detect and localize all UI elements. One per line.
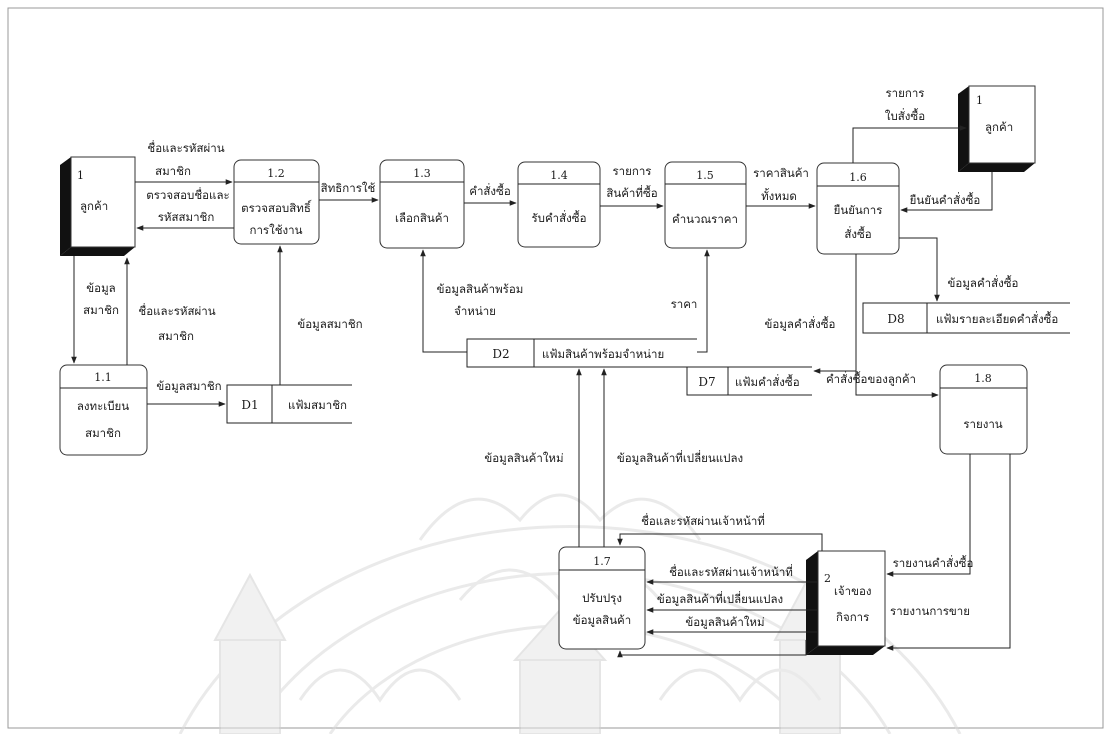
entity-customer-left: 1 ลูกค้า [60, 156, 136, 256]
process-number: 1.6 [849, 171, 867, 184]
flow-label: ชื่อและรหัสผ่านเจ้าหน้าที่ [641, 513, 765, 528]
flow-label: สมาชิก [155, 164, 191, 178]
process-label: คำนวณราคา [672, 212, 738, 226]
store-id: D1 [241, 398, 258, 412]
store-id: D7 [698, 375, 715, 389]
process-1-7: 1.7 ปรับปรุง ข้อมูลสินค้า [558, 546, 646, 650]
process-number: 1.3 [413, 167, 431, 180]
process-label: รับคำสั่งซื้อ [532, 210, 587, 225]
flow-label: ข้อมูลสมาชิก [297, 317, 362, 331]
process-label: ข้อมูลสินค้า [573, 613, 631, 627]
flow-labels: ชื่อและรหัสผ่าน สมาชิก ตรวจสอบชื่อและ รห… [83, 86, 1018, 629]
process-1-3: 1.3 เลือกสินค้า [379, 159, 465, 249]
store-label: แฟ้มสินค้าพร้อมจำหน่าย [542, 347, 664, 361]
flow-label: รายงานคำสั่งซื้อ [893, 555, 974, 570]
flow-label: รายการ [886, 86, 925, 100]
process-number: 1.5 [696, 169, 714, 182]
flow-label: รายงานการขาย [890, 604, 970, 618]
flow-label: ทั้งหมด [761, 188, 797, 203]
entity-label: ลูกค้า [80, 199, 108, 213]
store-d1: D1 แฟ้มสมาชิก [226, 384, 352, 424]
store-label: แฟ้มคำสั่งซื้อ [735, 374, 800, 389]
process-label: ตรวจสอบสิทธิ์ [241, 199, 312, 215]
flow-label: คำสั่งซื้อ [469, 183, 511, 198]
flow-label: ข้อมูล [86, 281, 115, 295]
flow-label: สินค้าที่ซื้อ [606, 185, 657, 200]
process-label: สมาชิก [85, 426, 121, 440]
flow-label: คำสั่งซื้อของลูกค้า [826, 371, 916, 386]
flow-label: สิทธิการใช้ [321, 181, 376, 195]
flow-label: ราคา [671, 297, 698, 311]
process-label: ปรับปรุง [582, 591, 622, 605]
process-number: 1.8 [974, 372, 992, 385]
store-label: แฟ้มสมาชิก [288, 398, 347, 412]
process-number: 1.2 [267, 167, 285, 180]
process-1-4: 1.4 รับคำสั่งซื้อ [517, 161, 601, 248]
flow-label: ข้อมูลสินค้าที่เปลี่ยนแปลง [617, 450, 743, 465]
entity-number: 1 [77, 169, 84, 182]
flow-label: ราคาสินค้า [753, 166, 809, 180]
entity-number: 2 [824, 572, 831, 585]
flow-label: ข้อมูลคำสั่งซื้อ [765, 316, 836, 331]
flow-label: ข้อมูลสมาชิก [156, 379, 221, 393]
flow-label: จำหน่าย [454, 304, 496, 318]
process-1-6: 1.6 ยืนยันการ สั่งซื้อ [816, 162, 900, 255]
process-label: ยืนยันการ [833, 203, 882, 217]
store-id: D2 [492, 347, 509, 361]
flow-label: ข้อมูลคำสั่งซื้อ [948, 275, 1019, 290]
flow-lines [71, 125, 1011, 658]
flow-label: ข้อมูลสินค้าที่เปลี่ยนแปลง [657, 591, 783, 606]
process-number: 1.1 [94, 371, 112, 384]
process-1-5: 1.5 คำนวณราคา [664, 161, 747, 249]
process-label: สั่งซื้อ [844, 226, 871, 241]
flow-label: ข้อมูลสินค้าพร้อม [437, 282, 524, 296]
entity-label: กิจการ [836, 610, 869, 624]
flow-label: ยืนยันคำสั่งซื้อ [909, 192, 980, 207]
process-label: รายงาน [963, 417, 1002, 431]
entity-label: ลูกค้า [985, 120, 1013, 134]
flow-label: ชื่อและรหัสผ่าน [147, 140, 224, 155]
flow-label: ชื่อและรหัสผ่านเจ้าหน้าที่ [669, 564, 793, 579]
store-d2: D2 แฟ้มสินค้าพร้อมจำหน่าย [466, 338, 697, 368]
flow-label: ข้อมูลสินค้าใหม่ [685, 615, 764, 629]
flow-label: รายการ [613, 164, 652, 178]
store-d7: D7 แฟ้มคำสั่งซื้อ [686, 366, 812, 396]
flow-label: รหัสสมาชิก [158, 210, 215, 224]
process-1-8: 1.8 รายงาน [939, 364, 1028, 455]
process-label: เลือกสินค้า [395, 211, 449, 225]
flow-label: ตรวจสอบชื่อและ [146, 187, 229, 202]
process-number: 1.4 [550, 169, 568, 182]
process-label: ลงทะเบียน [77, 399, 129, 413]
process-1-1: 1.1 ลงทะเบียน สมาชิก [59, 364, 148, 456]
entity-number: 1 [976, 94, 983, 107]
flow-label: สมาชิก [158, 329, 194, 343]
entity-owner: 2 เจ้าของ กิจการ [806, 550, 886, 655]
store-id: D8 [887, 312, 904, 326]
store-d8: D8 แฟ้มรายละเอียดคำสั่งซื้อ [862, 302, 1070, 334]
flow-label: ข้อมูลสินค้าใหม่ [484, 451, 563, 465]
flow-label: สมาชิก [83, 303, 119, 317]
process-1-2: 1.2 ตรวจสอบสิทธิ์ การใช้งาน [233, 159, 320, 245]
flow-label: ชื่อและรหัสผ่าน [138, 303, 215, 318]
process-label: การใช้งาน [250, 223, 303, 237]
entity-customer-right: 1 ลูกค้า [958, 85, 1036, 172]
process-number: 1.7 [593, 555, 611, 568]
store-label: แฟ้มรายละเอียดคำสั่งซื้อ [936, 311, 1058, 326]
flow-label: ใบสั่งซื้อ [885, 108, 925, 123]
entity-label: เจ้าของ [834, 584, 872, 598]
